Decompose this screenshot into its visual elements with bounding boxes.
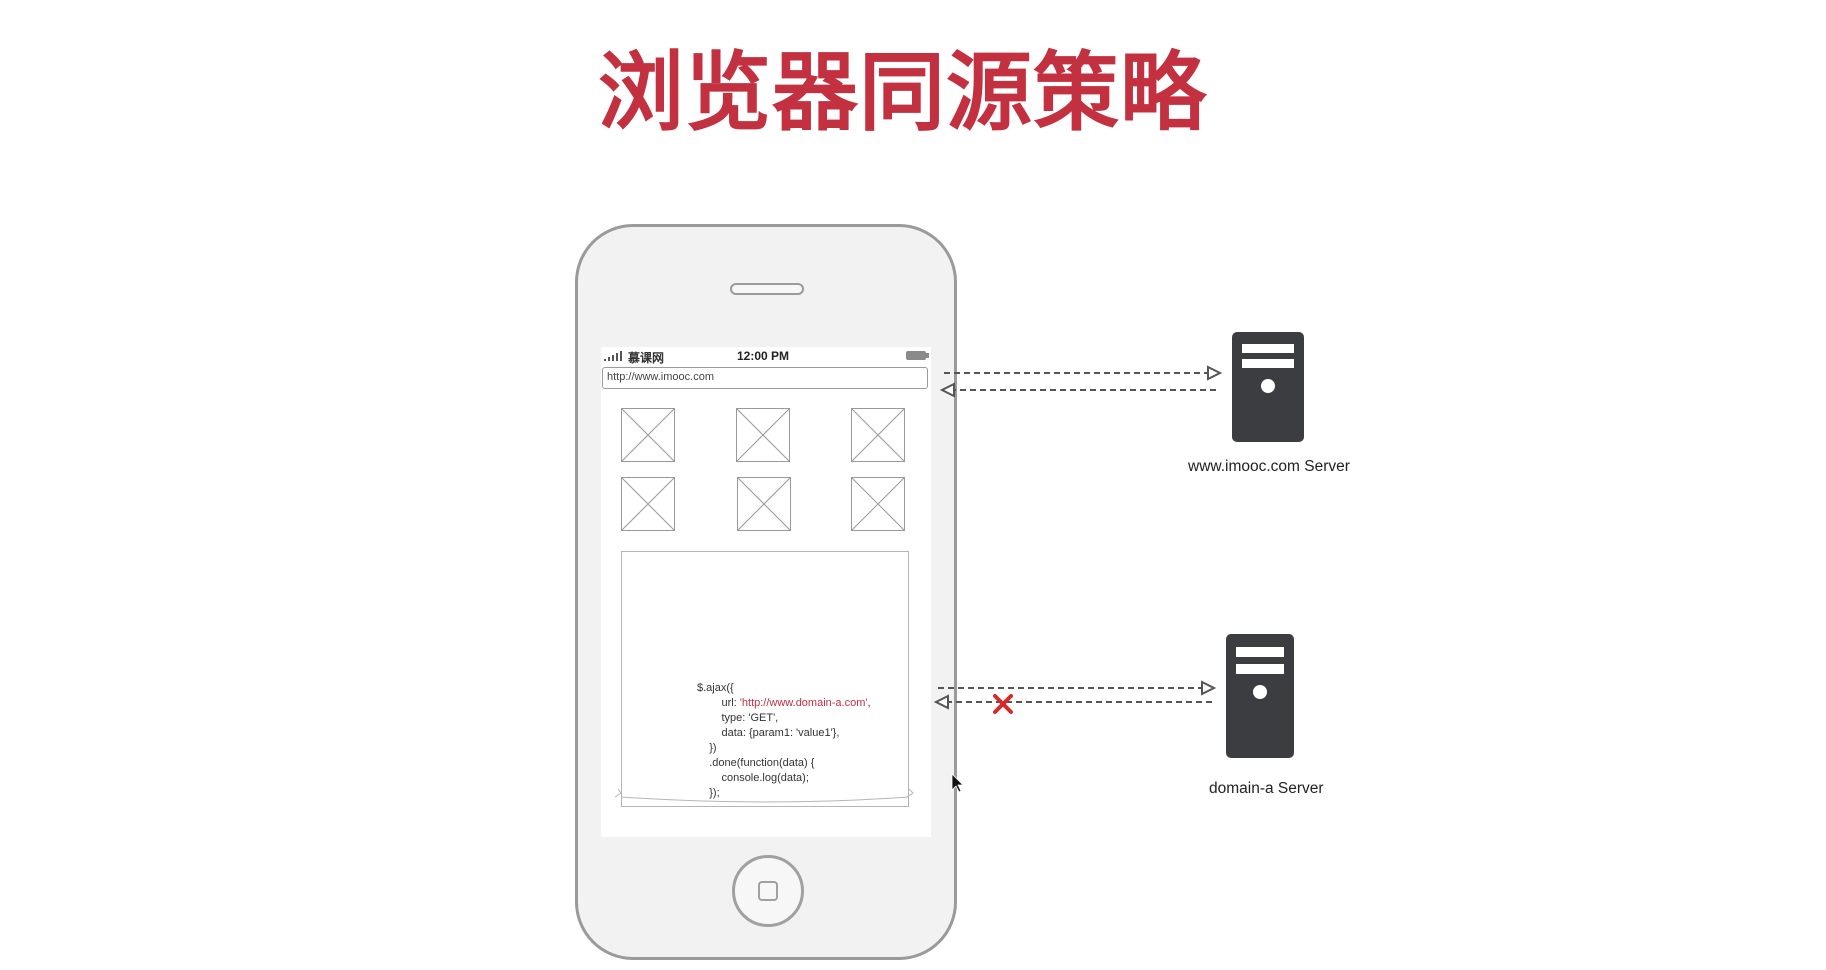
image-placeholder-icon — [851, 477, 905, 531]
code-line: url: — [721, 697, 740, 709]
home-button-icon — [758, 881, 778, 901]
code-line: console.log(data); — [721, 772, 809, 784]
server-label: domain-a Server — [1209, 780, 1324, 797]
server-label: www.imooc.com Server — [1188, 458, 1350, 475]
torn-edge — [615, 788, 914, 803]
content-area — [621, 551, 909, 807]
home-button[interactable] — [732, 855, 804, 927]
phone-screen: 慕课网 12:00 PM http://www.imooc.com — [601, 347, 931, 837]
image-placeholder-icon — [621, 408, 675, 462]
phone-speaker — [730, 283, 804, 295]
server-icon — [1226, 634, 1294, 758]
mouse-cursor-icon — [951, 773, 964, 793]
image-placeholder-icon — [737, 477, 791, 531]
status-time: 12:00 PM — [737, 349, 790, 363]
image-placeholder-icon — [621, 477, 675, 531]
carrier-name: 慕课网 — [628, 351, 665, 365]
code-line: }); — [709, 787, 720, 799]
code-url-string: 'http://www.domain-a.com' — [739, 697, 868, 709]
image-placeholder-icon — [736, 408, 790, 462]
signal-icon — [604, 351, 622, 361]
code-line: }) — [709, 742, 717, 754]
code-line: .done(function(data) { — [709, 757, 815, 769]
code-line: , — [867, 697, 871, 709]
code-line: data: {param1: 'value1'}, — [721, 727, 840, 739]
page-title: 浏览器同源策略 — [598, 43, 1207, 143]
arrow-from-imooc — [939, 382, 1216, 398]
phone-mockup: 慕课网 12:00 PM http://www.imooc.com — [575, 224, 957, 960]
code-line: $.ajax({ — [697, 682, 734, 694]
code-line: type: 'GET', — [721, 712, 779, 724]
battery-icon — [906, 351, 929, 360]
ajax-code-snippet: $.ajax({ url: 'http://www.domain-a.com',… — [697, 681, 871, 801]
arrow-to-domain-a — [938, 680, 1217, 696]
arrow-to-imooc — [944, 365, 1223, 381]
blocked-x-icon — [993, 694, 1013, 714]
image-placeholder-icon — [851, 408, 905, 462]
browser-url-bar[interactable]: http://www.imooc.com — [602, 367, 928, 389]
status-bar: 慕课网 12:00 PM — [601, 347, 931, 365]
server-icon — [1232, 332, 1304, 442]
arrow-from-domain-a — [933, 694, 1212, 710]
